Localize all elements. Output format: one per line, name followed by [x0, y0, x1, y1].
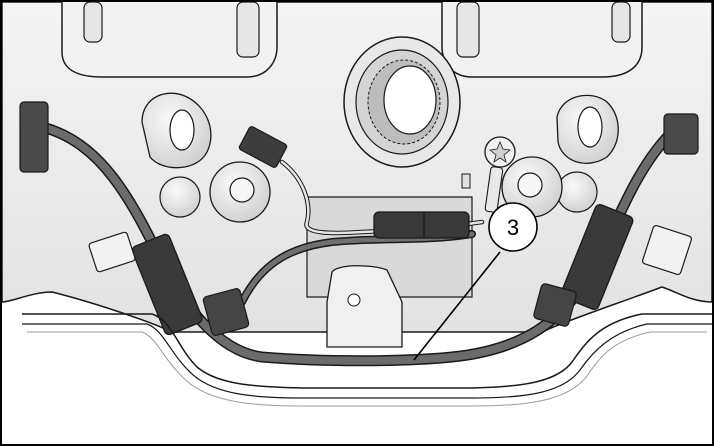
callout-label: 3	[507, 215, 519, 240]
callout-leader-line	[413, 251, 501, 361]
left-lower-boss	[159, 176, 201, 218]
left-harness-connector	[131, 233, 203, 336]
right-harness-connector	[560, 204, 634, 310]
right-lower-connector	[533, 283, 577, 327]
ground-eyelet	[484, 166, 504, 213]
left-slot	[236, 2, 260, 58]
center-bracket	[326, 265, 403, 348]
lower-skid-plate	[22, 313, 712, 389]
right-side-hole	[577, 106, 603, 148]
ground-screw-star-icon	[489, 140, 511, 163]
right-edge-connector	[663, 113, 699, 155]
right-slot	[456, 2, 480, 58]
callout-bubble	[488, 202, 538, 252]
bracket-hole	[347, 293, 361, 307]
right-slot-inner	[611, 2, 631, 43]
left-side-hole	[169, 109, 195, 151]
lower-skid-plate-edge	[27, 331, 707, 407]
left-slot-inner	[83, 2, 103, 43]
left-lower-connector	[202, 288, 250, 336]
upper-small-connector	[238, 126, 288, 168]
center-connector-pair	[373, 211, 470, 239]
left-stud	[229, 177, 255, 203]
lower-skid-plate-inner	[22, 323, 712, 399]
left-mount-block	[61, 2, 278, 78]
left-edge-connector	[19, 101, 49, 173]
right-stud	[517, 172, 543, 198]
small-stud	[461, 173, 471, 189]
right-lower-boss	[556, 171, 598, 213]
left-side-tab	[88, 231, 136, 273]
spline-bore-hole	[383, 65, 437, 135]
right-side-tab	[641, 224, 693, 276]
